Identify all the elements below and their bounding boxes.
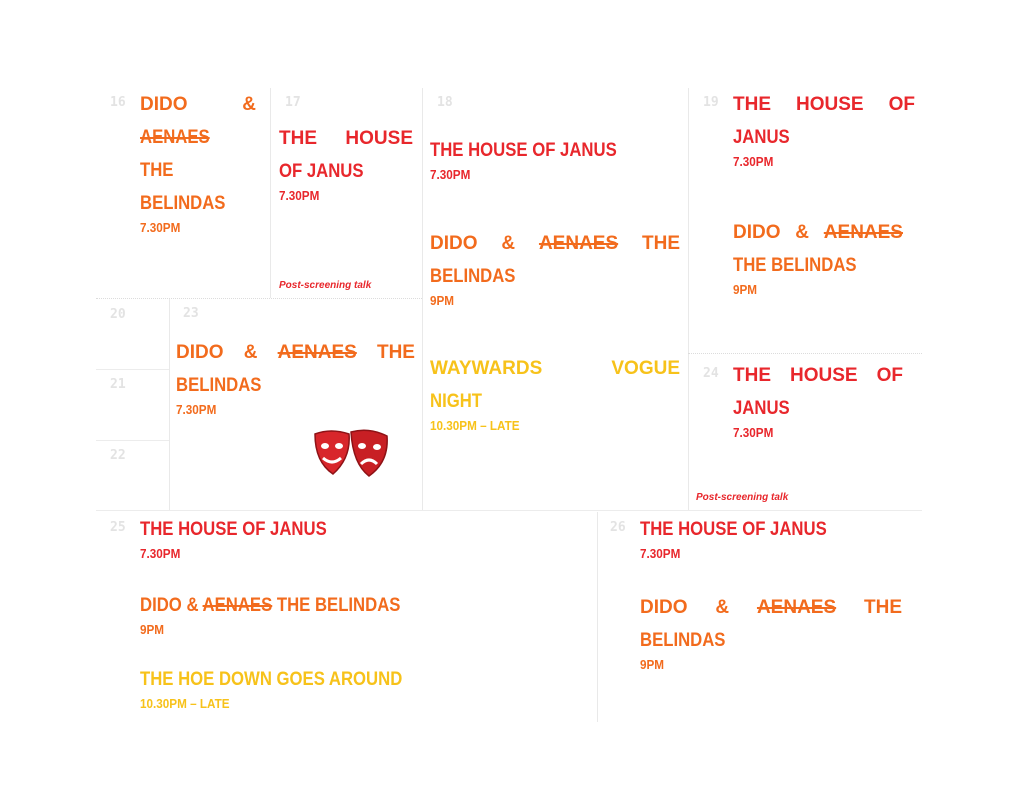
event-time: 10.30PM – LATE bbox=[430, 418, 520, 433]
event-title: THE HOE DOWN GOES AROUND bbox=[140, 669, 403, 690]
event-time: 7.30PM bbox=[430, 167, 471, 182]
day-number: 25 bbox=[110, 520, 126, 535]
event-title: THE HOUSE OF JANUS bbox=[140, 519, 327, 540]
event-time: 9PM bbox=[430, 293, 455, 308]
event-time: 10.30PM – LATE bbox=[140, 696, 230, 711]
event-title: BELINDAS bbox=[640, 630, 726, 651]
grid-line bbox=[597, 512, 598, 722]
event-title: BELINDAS bbox=[176, 375, 262, 396]
event-time: 7.30PM bbox=[733, 425, 774, 440]
day-number: 23 bbox=[183, 306, 199, 321]
day-number: 16 bbox=[110, 95, 126, 110]
event-title: DIDO & AENAES THE BELINDAS bbox=[140, 595, 401, 616]
grid-line bbox=[96, 510, 922, 511]
event-title: THE HOUSE OF JANUS bbox=[640, 519, 827, 540]
event-time: 9PM bbox=[640, 657, 665, 672]
day-number: 24 bbox=[703, 366, 719, 381]
event-title: OF JANUS bbox=[279, 161, 364, 182]
event-title: BELINDAS bbox=[140, 193, 226, 214]
day-number: 22 bbox=[110, 448, 126, 463]
theatre-masks-icon bbox=[311, 428, 391, 480]
event-title: AENAES bbox=[140, 127, 210, 148]
day-number: 17 bbox=[285, 95, 301, 110]
day-number: 26 bbox=[610, 520, 626, 535]
event-time: 7.30PM bbox=[279, 188, 320, 203]
day-number: 20 bbox=[110, 307, 126, 322]
event-title: THE HOUSE OF JANUS bbox=[430, 140, 617, 161]
event-time: 7.30PM bbox=[176, 402, 217, 417]
post-screening-note: Post-screening talk bbox=[279, 280, 372, 291]
event-time: 7.30PM bbox=[140, 546, 181, 561]
event-title: NIGHT bbox=[430, 391, 483, 412]
event-hoe-down[interactable]: THE HOE DOWN GOES AROUND 10.30PM – LATE bbox=[140, 663, 460, 712]
event-time: 9PM bbox=[140, 622, 165, 637]
grid-line bbox=[96, 298, 422, 299]
day-number: 21 bbox=[110, 377, 126, 392]
post-screening-note: Post-screening talk bbox=[696, 492, 789, 503]
grid-line bbox=[96, 369, 169, 370]
event-house-of-janus[interactable]: THE HOUSE OF JANUS 7.30PM bbox=[140, 513, 440, 562]
event-house-of-janus[interactable]: THE HOUSE OF JANUS 7.30PM bbox=[640, 513, 902, 562]
event-time: 7.30PM bbox=[140, 220, 181, 235]
grid-line bbox=[422, 88, 423, 510]
event-title: THE bbox=[140, 160, 174, 181]
grid-line bbox=[688, 353, 922, 354]
event-dido-aenaes[interactable]: DIDO& AENAES THE BELINDAS 7.30PM bbox=[140, 88, 256, 236]
event-dido-aenaes[interactable]: DIDO&AENAES THE BELINDAS 9PM bbox=[733, 216, 903, 298]
event-title: BELINDAS bbox=[430, 266, 516, 287]
event-title: JANUS bbox=[733, 127, 790, 148]
grid-line bbox=[688, 88, 689, 510]
event-time: 7.30PM bbox=[640, 546, 681, 561]
grid-line bbox=[96, 440, 169, 441]
grid-line bbox=[169, 298, 170, 510]
event-time: 9PM bbox=[733, 282, 758, 297]
day-number: 19 bbox=[703, 95, 719, 110]
event-time: 7.30PM bbox=[733, 154, 774, 169]
event-title: THE BELINDAS bbox=[733, 255, 857, 276]
day-number: 18 bbox=[437, 95, 453, 110]
event-house-of-janus[interactable]: THE HOUSE OF JANUS 7.30PM bbox=[430, 134, 680, 183]
event-title: DIDO&AENAES bbox=[733, 222, 903, 243]
event-title: JANUS bbox=[733, 398, 790, 419]
grid-line bbox=[270, 88, 271, 298]
event-dido-aenaes[interactable]: DIDO & AENAES THE BELINDAS 9PM bbox=[140, 589, 460, 638]
event-title: DIDO& bbox=[140, 94, 256, 115]
